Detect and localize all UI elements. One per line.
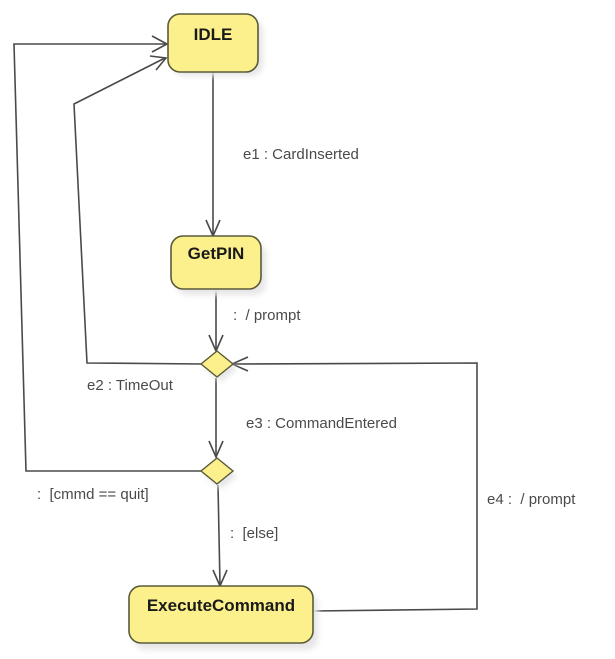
choice-node-2[interactable] <box>199 457 237 489</box>
label-timeout: e2 : TimeOut <box>87 377 174 394</box>
label-prompt-1: : / prompt <box>233 307 301 324</box>
label-quit-guard: : [cmmd == quit] <box>37 486 149 503</box>
state-getpin[interactable]: GetPIN <box>170 235 266 295</box>
transition-idle-to-getpin[interactable] <box>205 72 221 238</box>
transition-choice1-to-choice2[interactable] <box>208 378 224 459</box>
transition-choice2-to-execute[interactable] <box>212 484 228 588</box>
transition-choice2-to-idle[interactable] <box>13 35 202 472</box>
label-else-guard: : [else] <box>230 525 278 542</box>
state-idle[interactable]: IDLE <box>167 13 263 76</box>
state-getpin-label: GetPIN <box>188 244 245 263</box>
transition-getpin-to-choice1[interactable] <box>208 289 224 353</box>
label-prompt-2: e4 : / prompt <box>487 491 576 508</box>
choice-node-1[interactable] <box>199 350 237 382</box>
state-executecommand-label: ExecuteCommand <box>147 596 295 615</box>
state-executecommand[interactable]: ExecuteCommand <box>128 585 318 650</box>
label-commandentered: e3 : CommandEntered <box>246 415 397 432</box>
transition-execute-to-choice1[interactable] <box>230 356 478 612</box>
state-idle-label: IDLE <box>194 25 233 44</box>
transition-choice1-to-idle[interactable] <box>73 55 203 365</box>
label-cardinserted: e1 : CardInserted <box>243 146 359 163</box>
